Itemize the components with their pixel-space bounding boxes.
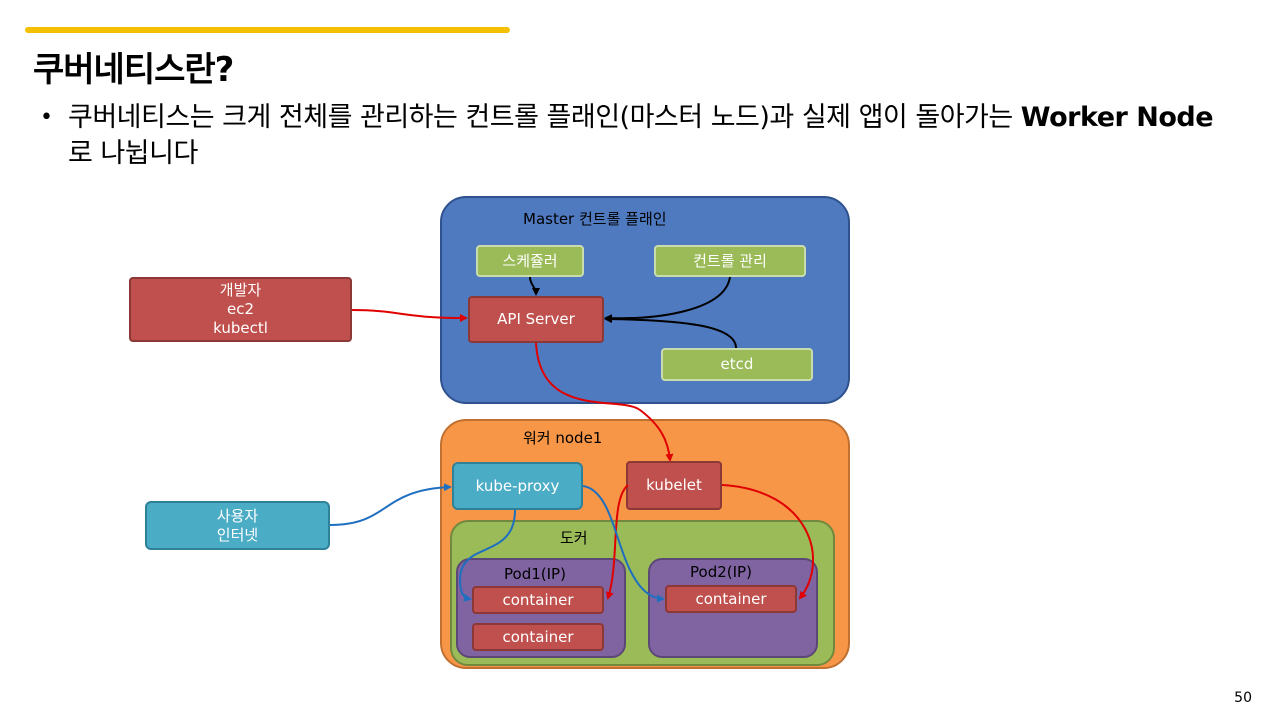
pod1-container-2: container: [472, 623, 604, 651]
api-server-label: API Server: [497, 310, 575, 328]
user-text: 사용자 인터넷: [147, 503, 328, 548]
pod2-container-label: container: [695, 589, 767, 608]
docker-label: 도커: [560, 529, 588, 547]
kubelet-label: kubelet: [646, 476, 702, 494]
kube-proxy-box: kube-proxy: [452, 462, 583, 510]
bullet-dot: •: [40, 105, 53, 130]
slide-title: 쿠버네티스란?: [33, 50, 234, 90]
developer-line3: kubectl: [213, 319, 268, 337]
bullet-text-part2: 로 나뉩니다: [68, 138, 198, 169]
title-accent-bar: [25, 27, 510, 33]
scheduler-box: 스케쥴러: [476, 245, 584, 277]
user-line1: 사용자: [216, 506, 259, 525]
api-server-box: API Server: [468, 296, 604, 343]
worker-label: 워커 node1: [523, 429, 603, 447]
etcd-box: etcd: [661, 348, 813, 381]
arrow-user-to-kube-proxy: [329, 483, 452, 526]
pod2-container: container: [665, 585, 797, 613]
pod1-container-1: container: [472, 586, 604, 614]
bullet-text-bold: Worker Node: [1020, 102, 1214, 133]
developer-line1: 개발자: [219, 281, 262, 299]
pod1-container-1-label: container: [502, 590, 574, 609]
scheduler-label: 스케쥴러: [502, 251, 558, 270]
page-number: 50: [1234, 690, 1252, 706]
user-box: 사용자 인터넷: [145, 501, 330, 550]
developer-text: 개발자 ec2 kubectl: [131, 279, 350, 340]
controller-manager-label: 컨트롤 관리: [693, 251, 767, 270]
kubelet-box: kubelet: [626, 461, 722, 510]
kube-proxy-label: kube-proxy: [475, 476, 560, 495]
pod1-label: Pod1(IP): [504, 565, 566, 583]
etcd-label: etcd: [720, 355, 754, 373]
pod1-container-2-label: container: [502, 627, 574, 646]
bullet-text: 쿠버네티스는 크게 전체를 관리하는 컨트롤 플래인(마스터 노드)과 실제 앱…: [68, 100, 1228, 172]
bullet-text-part1: 쿠버네티스는 크게 전체를 관리하는 컨트롤 플래인(마스터 노드)과 실제 앱…: [68, 102, 1021, 133]
master-label: Master 컨트롤 플래인: [523, 210, 667, 228]
developer-box: 개발자 ec2 kubectl: [129, 277, 352, 342]
developer-line2: ec2: [226, 300, 255, 318]
pod2-label: Pod2(IP): [690, 563, 752, 581]
controller-manager-box: 컨트롤 관리: [654, 245, 806, 277]
user-line2: 인터넷: [216, 525, 259, 544]
